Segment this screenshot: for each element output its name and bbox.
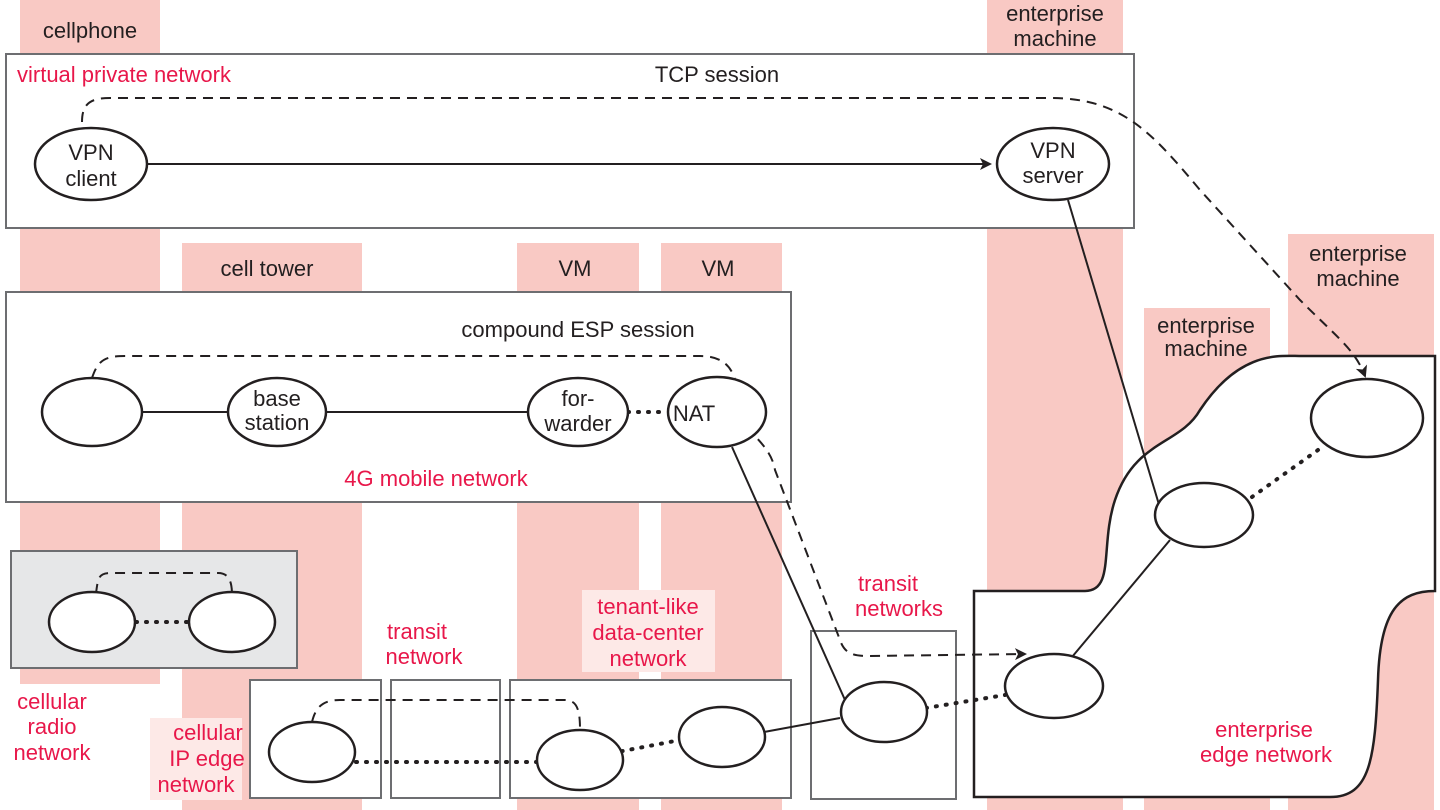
column-vm1-mid <box>517 243 639 292</box>
edge-entry-node <box>1003 652 1105 720</box>
label-vpn-server-2: server <box>1022 163 1083 188</box>
edge-mid-node <box>1153 481 1255 549</box>
column-vm2-mid <box>661 243 782 292</box>
nodes <box>33 126 1425 792</box>
edge-right-node <box>1309 377 1425 459</box>
label-enterprise-top-2: machine <box>1013 26 1096 51</box>
label-esp-session: compound ESP session <box>461 317 694 342</box>
label-tenant-3: network <box>609 646 687 671</box>
label-cellphone: cellphone <box>43 18 137 43</box>
vpn-box <box>5 53 1135 229</box>
label-tenant-2: data-center <box>592 620 703 645</box>
label-tenant-1: tenant-like <box>597 594 699 619</box>
dot-transit-edge <box>924 693 1007 710</box>
column-cellphone-top <box>20 0 160 54</box>
column-cellphone-mid <box>20 228 160 292</box>
tcp-session-path <box>81 97 1368 378</box>
ipedge-label-bg <box>150 718 242 800</box>
dashed-sessions <box>81 97 1368 731</box>
link-tenant-transit <box>763 717 841 733</box>
label-radio-2: radio <box>28 714 77 739</box>
label-enterprise-right-1: enterprise <box>1309 241 1407 266</box>
column-enterprise-top <box>987 0 1123 54</box>
tenant-right-node <box>677 705 767 769</box>
label-transit-networks-2: networks <box>855 596 943 621</box>
esp-session-path <box>91 355 1027 661</box>
label-radio-3: network <box>13 740 91 765</box>
label-vm1: VM <box>559 256 592 281</box>
radio-right-node <box>187 590 277 654</box>
dot-mid-right <box>1250 448 1320 499</box>
label-4g-network: 4G mobile network <box>344 466 528 491</box>
label-enterprise-top-1: enterprise <box>1006 1 1104 26</box>
label-transit-networks-1: transit <box>858 571 918 596</box>
label-transit-2: network <box>385 644 463 669</box>
transit-box <box>390 679 501 799</box>
label-vpn-server-1: VPN <box>1030 138 1075 163</box>
label-ipedge-1: cellular <box>173 720 243 745</box>
label-cell-tower: cell tower <box>221 256 314 281</box>
tenant-left-node <box>535 728 625 792</box>
solid-links <box>142 158 1171 733</box>
label-ipedge-3: network <box>157 772 235 797</box>
label-enterprise-mid-1: enterprise <box>1157 313 1255 338</box>
dot-tenant-inner <box>600 738 682 757</box>
label-vpn-client-2: client <box>65 166 116 191</box>
ipedge-node <box>267 720 357 784</box>
phone-node <box>40 376 144 448</box>
label-nat: NAT <box>673 401 715 426</box>
forwarder-node <box>526 376 630 448</box>
label-base-station-2: station <box>245 410 310 435</box>
label-vm2: VM <box>702 256 735 281</box>
label-edge-1: enterprise <box>1215 717 1313 742</box>
label-ipedge-2: IP edge <box>169 746 244 771</box>
label-transit-1: transit <box>387 619 447 644</box>
link-server-mid <box>1067 199 1161 509</box>
label-forwarder-1: for- <box>562 386 595 411</box>
label-forwarder-2: warder <box>543 411 611 436</box>
label-radio-1: cellular <box>17 689 87 714</box>
radio-left-node <box>47 590 137 654</box>
vpn-server-node <box>995 126 1111 202</box>
link-nat-transit <box>731 446 846 701</box>
tenant-label-bg <box>582 590 715 672</box>
nat-node <box>666 375 768 449</box>
label-enterprise-right-2: machine <box>1316 266 1399 291</box>
base-station-node <box>226 376 328 448</box>
column-celltower-mid <box>182 243 362 292</box>
label-vpn-network: virtual private network <box>17 62 232 87</box>
label-enterprise-mid-2: machine <box>1164 336 1247 361</box>
label-tcp-session: TCP session <box>655 62 779 87</box>
link-edge-mid <box>1071 539 1171 658</box>
transit-node <box>839 680 929 744</box>
vpn-client-node <box>33 126 149 202</box>
label-vpn-client-1: VPN <box>68 140 113 165</box>
dotted-links <box>134 410 1320 764</box>
radio-session-path <box>95 572 233 596</box>
label-edge-2: edge network <box>1200 742 1333 767</box>
label-base-station-1: base <box>253 386 301 411</box>
